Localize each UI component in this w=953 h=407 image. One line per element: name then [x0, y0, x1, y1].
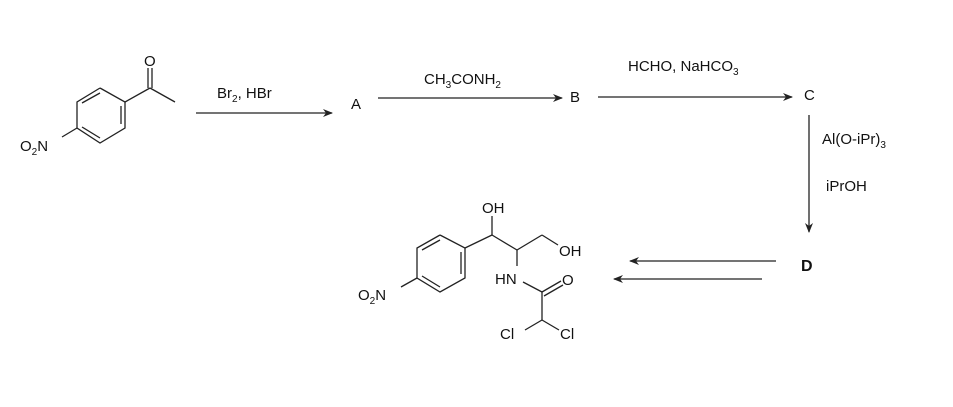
chlorine-label-2: Cl — [560, 326, 574, 343]
final-nitro-label: O2N — [358, 287, 386, 307]
step3-reagent: HCHO, NaHCO3 — [628, 58, 739, 78]
step4-reagent-1: Al(O-iPr)3 — [822, 131, 886, 151]
intermediate-d-label: D — [801, 258, 813, 275]
amide-oxygen-label: O — [562, 272, 574, 289]
intermediate-a-label: A — [351, 96, 361, 113]
starting-material-structure: O O2N — [20, 53, 176, 158]
intermediate-c-label: C — [804, 87, 815, 104]
hydroxyl-label-2: OH — [559, 243, 582, 260]
hydroxyl-label-1: OH — [482, 200, 505, 217]
carbonyl-oxygen-label: O — [144, 53, 156, 70]
amide-nh-label: HN — [495, 271, 517, 288]
chlorine-label-1: Cl — [500, 326, 514, 343]
step4-reagent-2: iPrOH — [826, 178, 867, 195]
final-product-structure: O2N OH OH HN O Cl Cl — [358, 200, 582, 343]
nitro-group-label: O2N — [20, 138, 48, 158]
step2-reagent: CH3CONH2 — [424, 71, 501, 91]
step1-reagent: Br2, HBr — [217, 85, 272, 105]
intermediate-b-label: B — [570, 89, 580, 106]
